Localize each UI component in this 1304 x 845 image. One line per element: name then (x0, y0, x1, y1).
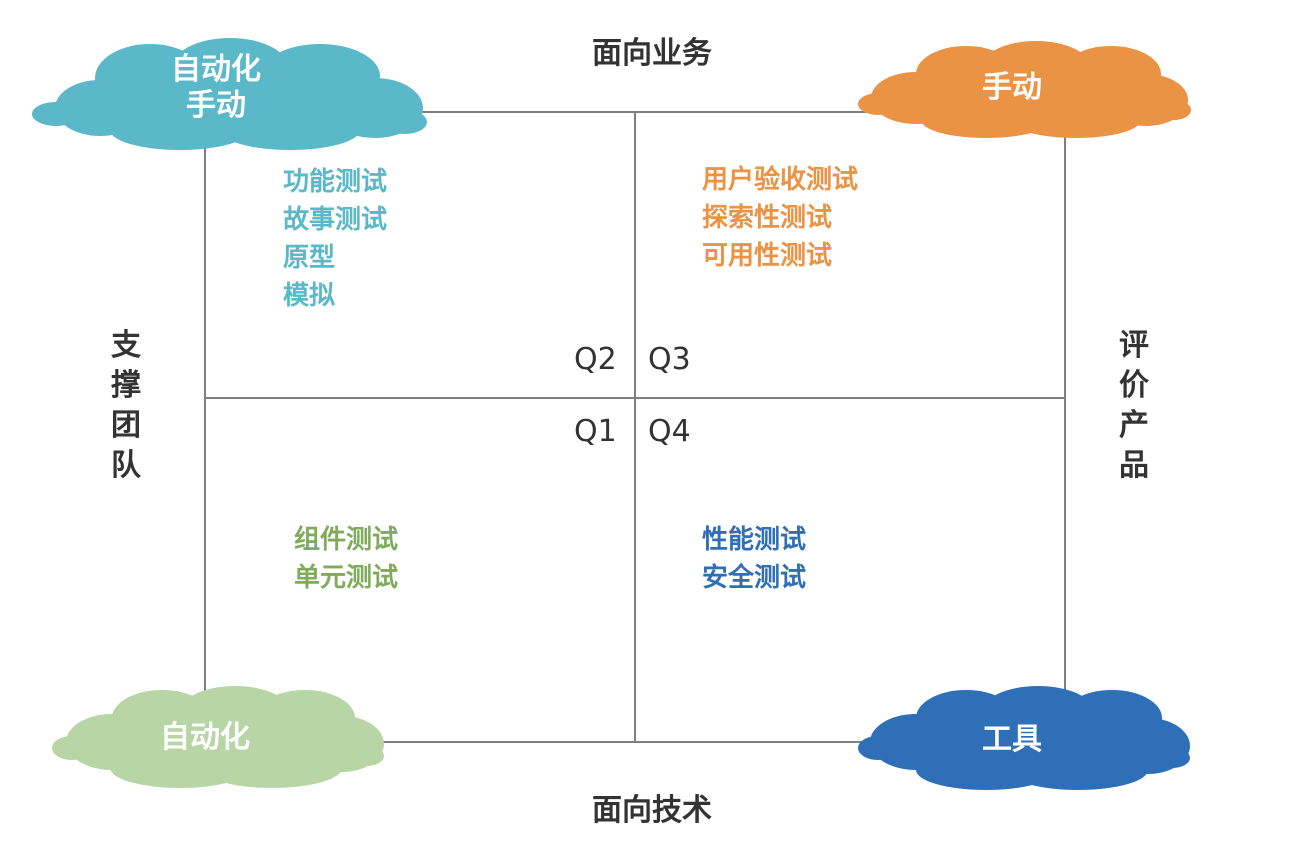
list-item: 功能测试 (283, 167, 388, 197)
list-item: 故事测试 (283, 205, 388, 235)
list-item: 原型 (283, 243, 336, 273)
q4-test-list: 性能测试 安全测试 (702, 521, 806, 597)
cloud-top-left (32, 38, 427, 150)
list-item: 可用性测试 (702, 241, 833, 271)
cloud-label-top-right: 手动 (962, 70, 1062, 106)
cloud-shape (52, 686, 384, 788)
axis-technology-facing: 面向技术 (592, 793, 712, 828)
axis-business-facing: 面向业务 (592, 36, 712, 71)
q1-test-list: 组件测试 单元测试 (294, 521, 398, 597)
quadrant-label-q1: Q1 (574, 414, 617, 449)
cloud-line: 手动 (186, 88, 246, 123)
list-item: 组件测试 (294, 525, 399, 555)
cloud-line: 工具 (982, 722, 1042, 757)
list-item: 安全测试 (702, 563, 807, 593)
cloud-bottom-left (52, 686, 384, 788)
q3-test-list: 用户验收测试 探索性测试 可用性测试 (702, 161, 858, 275)
cloud-line: 自动化 (160, 720, 250, 755)
axis-supporting-team: 支撑团队 (111, 328, 141, 483)
quadrant-label-q3: Q3 (648, 342, 691, 377)
cloud-label-bottom-right: 工具 (962, 722, 1062, 758)
list-item: 性能测试 (702, 525, 807, 555)
list-item: 用户验收测试 (702, 165, 859, 195)
cloud-top-right (858, 41, 1191, 138)
axis-critique-product: 评价产品 (1119, 328, 1149, 483)
quadrant-label-q4: Q4 (648, 414, 691, 449)
cloud-line: 手动 (982, 70, 1042, 105)
q2-test-list: 功能测试 故事测试 原型 模拟 (283, 163, 387, 315)
cloud-shape (858, 41, 1191, 138)
list-item: 模拟 (283, 281, 336, 311)
cloud-label-bottom-left: 自动化 (140, 720, 270, 756)
cloud-line: 自动化 (171, 52, 261, 87)
cloud-label-top-left: 自动化 手动 (130, 52, 302, 124)
list-item: 单元测试 (294, 563, 399, 593)
cloud-shape (858, 686, 1190, 790)
cloud-shape (32, 38, 427, 150)
cloud-bottom-right (858, 686, 1190, 790)
list-item: 探索性测试 (702, 203, 833, 233)
quadrant-label-q2: Q2 (574, 342, 617, 377)
